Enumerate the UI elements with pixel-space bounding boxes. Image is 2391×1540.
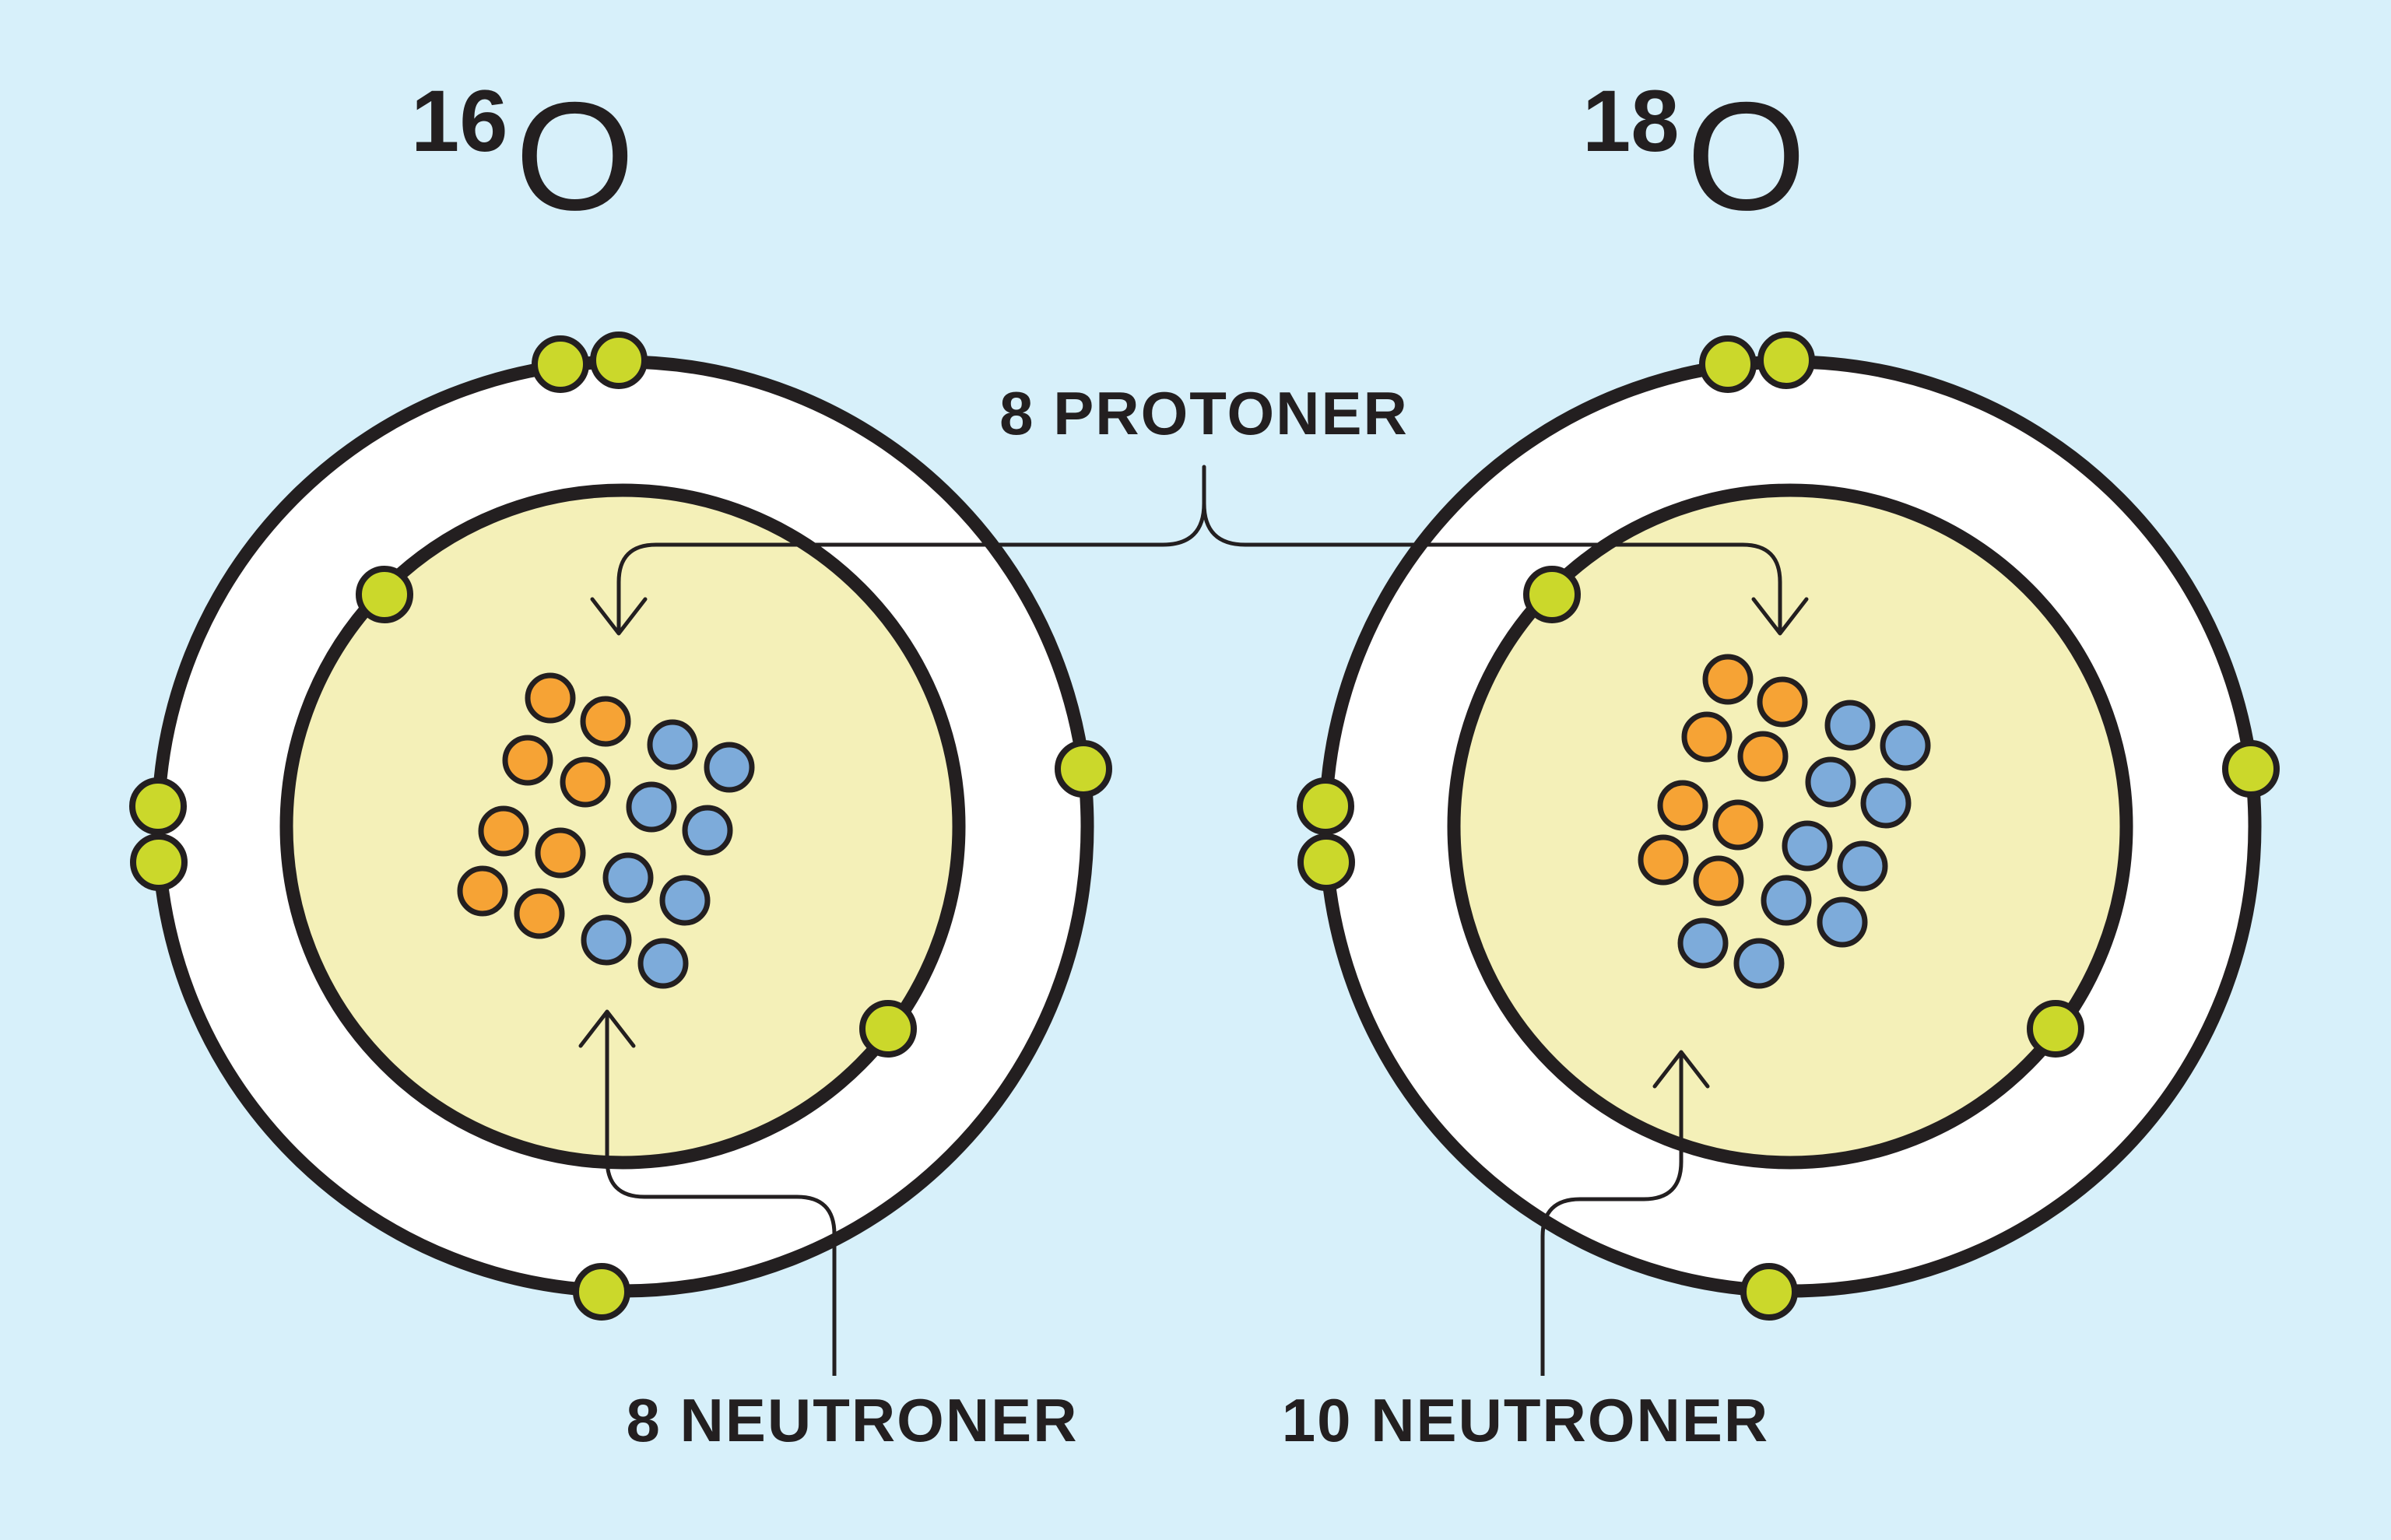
oxygen-16-proton-particle bbox=[457, 865, 508, 917]
oxygen-18-neutron-particle bbox=[1860, 777, 1912, 829]
oxygen-18-proton-particle bbox=[1681, 711, 1733, 763]
oxygen-18-electron bbox=[2027, 1000, 2084, 1058]
oxygen-18-electron bbox=[1740, 1263, 1798, 1321]
oxygen-18-neutron-particle bbox=[1677, 917, 1729, 969]
oxygen-16-electron bbox=[130, 833, 188, 891]
oxygen-16-electron bbox=[573, 1263, 630, 1321]
oxygen-16-neutron-particle bbox=[626, 781, 677, 833]
oxygen-18-nucleus bbox=[1447, 483, 2133, 1170]
protons-pointer-arrowhead-icon bbox=[590, 597, 648, 636]
oxygen-18-neutron-particle bbox=[1805, 756, 1856, 808]
oxygen-18-electron bbox=[2222, 740, 2280, 798]
oxygen-16-proton-particle bbox=[478, 805, 529, 857]
oxygen-16-proton-particle bbox=[580, 696, 631, 747]
oxygen-16-neutron-particle bbox=[637, 938, 689, 989]
oxygen-18-proton-particle bbox=[1737, 731, 1789, 782]
oxygen-16-nucleus bbox=[279, 483, 966, 1170]
mass-number-18: 18 bbox=[1582, 72, 1680, 170]
element-symbol-o18: O bbox=[1686, 70, 1806, 242]
oxygen-18-neutron-particle bbox=[1782, 820, 1833, 872]
oxygen-16-proton-particle bbox=[560, 756, 611, 808]
oxygen-18-neutron-particle bbox=[1733, 938, 1785, 989]
isotope-title-o18: 18 O bbox=[1582, 78, 1806, 233]
mass-number-16: 16 bbox=[411, 72, 508, 170]
oxygen-16-electron bbox=[859, 1000, 917, 1058]
oxygen-18-electron bbox=[1297, 777, 1354, 835]
oxygen-16-proton-particle bbox=[535, 827, 586, 879]
protons-pointer-line bbox=[616, 465, 1782, 633]
oxygen-16-electron bbox=[532, 335, 589, 393]
neutrons-right-pointer-arrowhead-icon bbox=[1652, 1050, 1710, 1089]
element-symbol-o16: O bbox=[514, 70, 635, 242]
oxygen-16-neutron-particle bbox=[581, 914, 632, 966]
oxygen-18-proton-particle bbox=[1702, 654, 1754, 705]
oxygen-18-neutron-particle bbox=[1824, 700, 1876, 751]
neutrons-left-pointer-line bbox=[605, 1012, 837, 1376]
oxygen-18-electron bbox=[1523, 566, 1581, 623]
oxygen-18-neutron-particle bbox=[1837, 840, 1888, 892]
oxygen-16-neutron-particle bbox=[647, 719, 698, 770]
oxygen-16-neutron-particle bbox=[704, 742, 755, 793]
oxygen-16-proton-particle bbox=[525, 672, 576, 724]
protons-label: 8 PROTONER bbox=[999, 379, 1409, 447]
oxygen-18-electron bbox=[1297, 833, 1355, 891]
neutrons-label-o16: 8 NEUTRONER bbox=[626, 1386, 1079, 1454]
oxygen-18-neutron-particle bbox=[1880, 720, 1931, 771]
oxygen-16-proton-particle bbox=[502, 735, 553, 786]
oxygen-16-proton-particle bbox=[514, 888, 565, 939]
neutrons-label-o18: 10 NEUTRONER bbox=[1281, 1386, 1770, 1454]
isotope-title-o16: 16 O bbox=[411, 78, 635, 233]
neutrons-right-pointer-line bbox=[1540, 1052, 1684, 1376]
oxygen-18-proton-particle bbox=[1657, 780, 1708, 831]
neutrons-left-pointer-arrowhead-icon bbox=[578, 1009, 636, 1048]
oxygen-16-neutron-particle bbox=[602, 852, 654, 903]
oxygen-18-electron bbox=[1699, 335, 1757, 393]
oxygen-16-electron bbox=[356, 566, 413, 623]
oxygen-16-electron bbox=[590, 332, 648, 389]
oxygen-18-proton-particle bbox=[1712, 799, 1764, 851]
oxygen-18-proton-particle bbox=[1693, 855, 1744, 907]
oxygen-16-neutron-particle bbox=[659, 875, 711, 926]
oxygen-18-proton-particle bbox=[1638, 834, 1689, 886]
oxygen-18-proton-particle bbox=[1757, 676, 1808, 728]
oxygen-18-neutron-particle bbox=[1817, 896, 1868, 948]
protons-pointer-arrowhead-icon bbox=[1751, 597, 1809, 636]
oxygen-18-neutron-particle bbox=[1761, 875, 1812, 926]
oxygen-16-electron bbox=[1055, 740, 1112, 798]
oxygen-16-electron bbox=[129, 777, 187, 835]
oxygen-18-electron bbox=[1757, 332, 1815, 389]
oxygen-16-neutron-particle bbox=[682, 805, 733, 856]
